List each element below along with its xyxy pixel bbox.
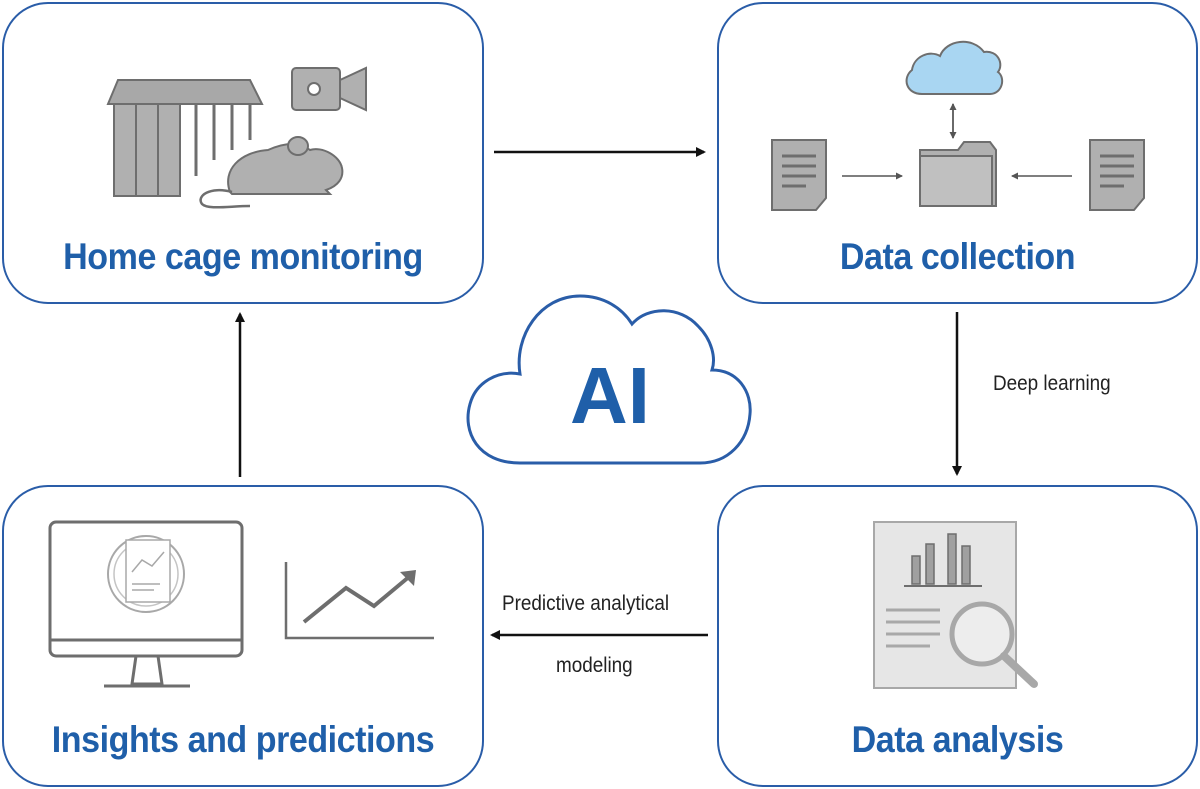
- label-modeling: modeling: [556, 654, 633, 677]
- report-chart-icon: [107, 535, 185, 613]
- ai-label: AI: [570, 351, 650, 440]
- box-home-cage-monitoring: Home cage monitoring: [2, 2, 484, 304]
- box-title-home-cage: Home cage monitoring: [63, 236, 423, 277]
- box-title-data-analysis: Data analysis: [851, 719, 1064, 760]
- document-right-icon: [1089, 139, 1145, 211]
- mouse-icon: [199, 136, 344, 209]
- box-title-insights: Insights and predictions: [51, 719, 435, 760]
- label-predictive-analytical: Predictive analytical: [502, 592, 670, 615]
- ai-cloud-icon: [466, 294, 752, 465]
- camera-icon: [291, 66, 367, 112]
- label-deep-learning: Deep learning: [993, 372, 1111, 395]
- cloud-storage-icon: [905, 41, 1004, 95]
- magnifier-icon: [949, 601, 1038, 688]
- document-left-icon: [771, 139, 827, 211]
- trend-chart-icon: [284, 562, 434, 640]
- folder-icon: [919, 141, 997, 207]
- cage-icon: [106, 79, 264, 197]
- box-title-data-collection: Data collection: [839, 236, 1076, 277]
